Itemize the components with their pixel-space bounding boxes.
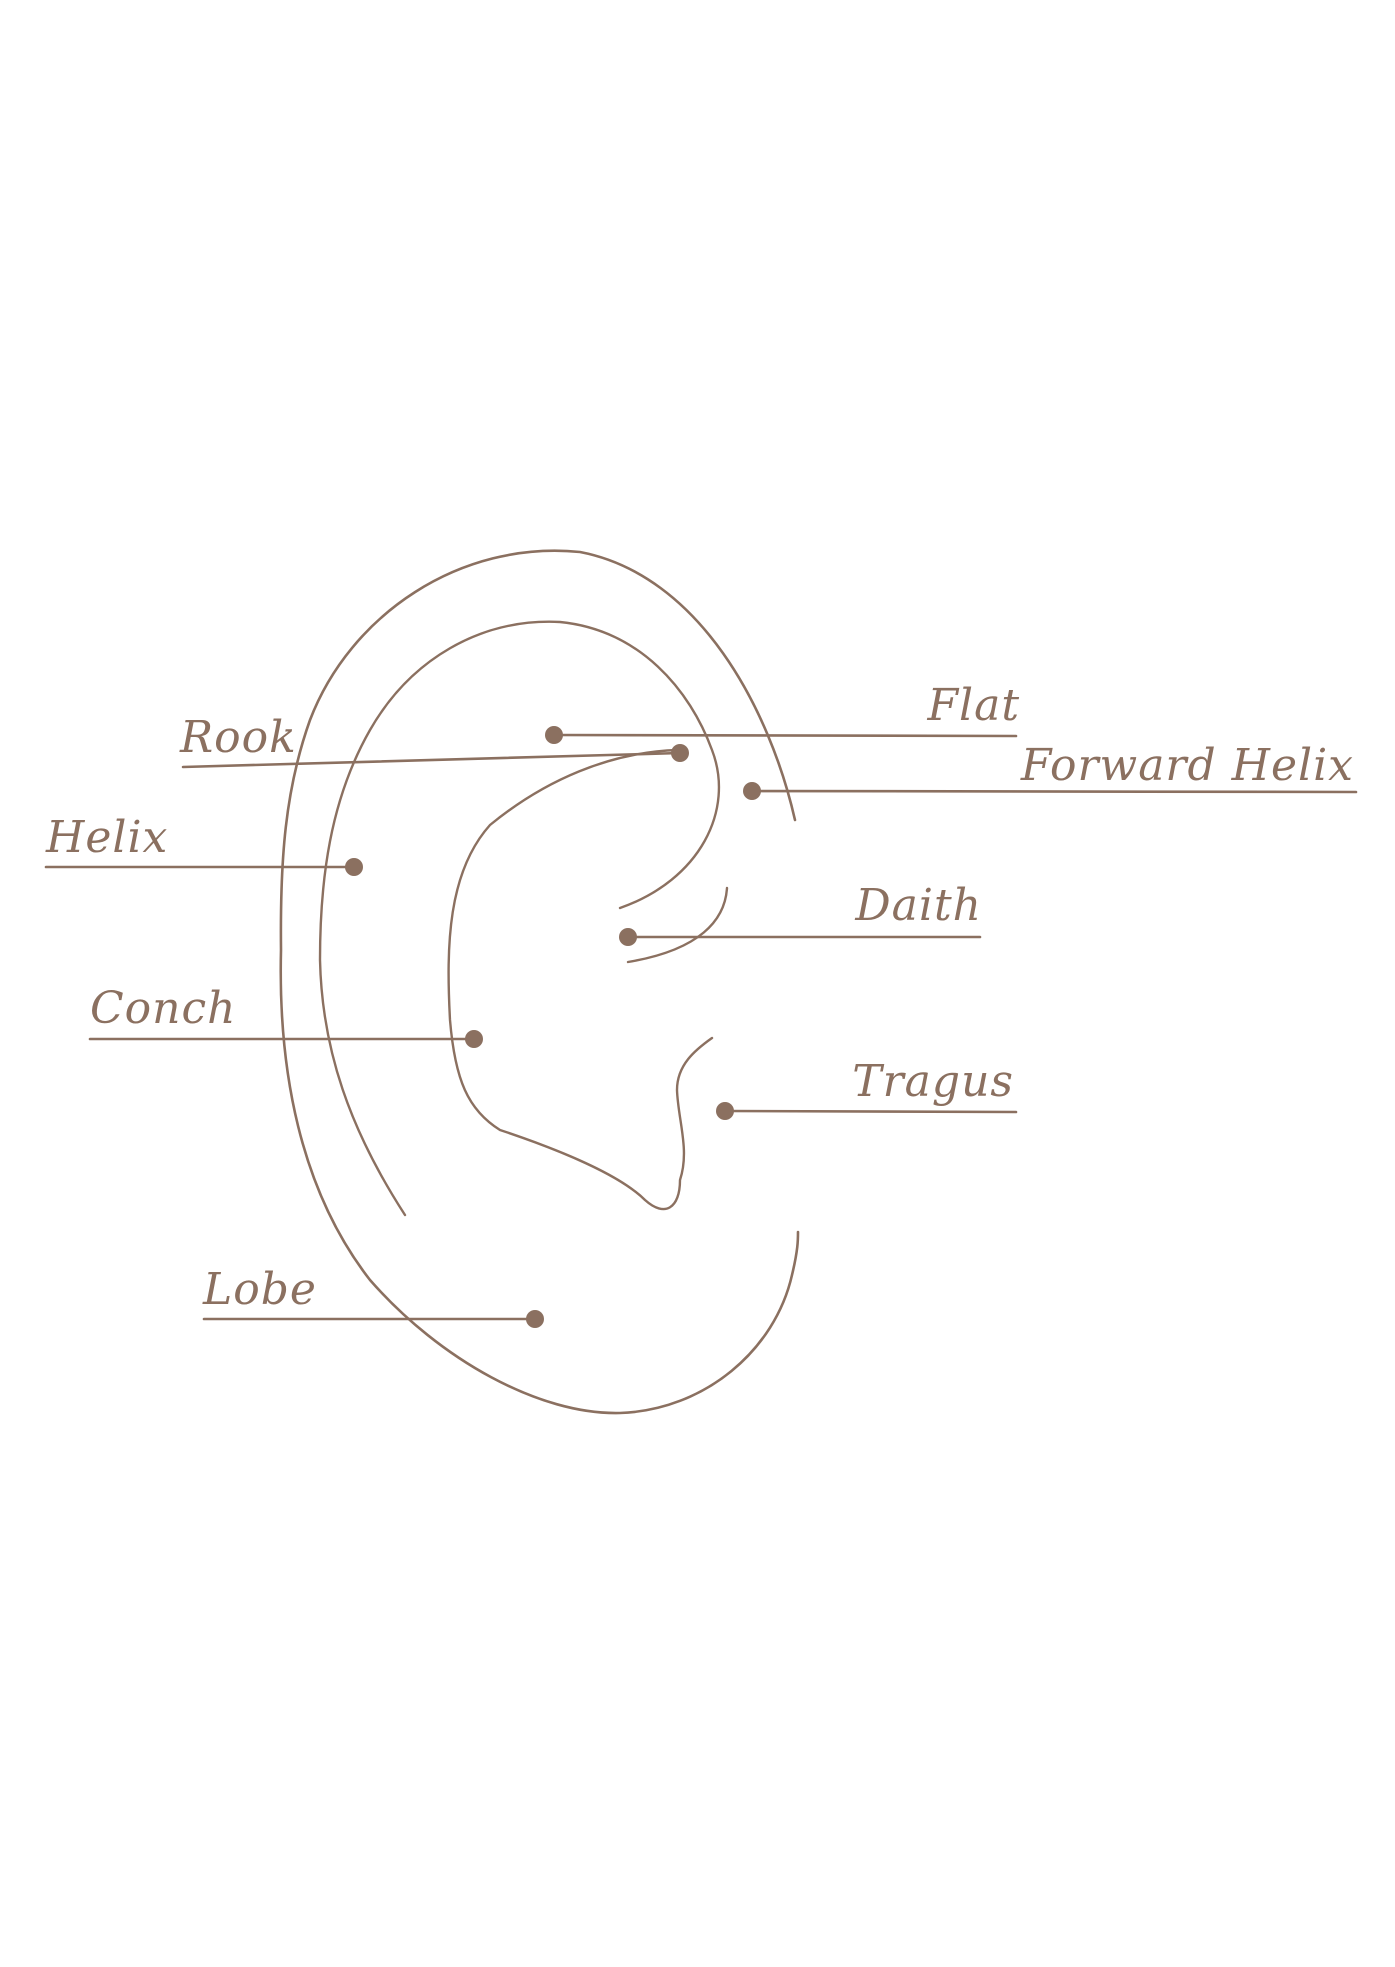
label-forward-helix: Forward Helix bbox=[1020, 740, 1354, 791]
label-conch: Conch bbox=[90, 983, 236, 1034]
rook-dot bbox=[671, 744, 689, 762]
ear-inner-rim bbox=[318, 620, 721, 1217]
label-rook: Rook bbox=[179, 712, 297, 763]
label-flat: Flat bbox=[926, 680, 1020, 731]
label-lobe: Lobe bbox=[202, 1264, 317, 1315]
lobe-dot bbox=[526, 1310, 544, 1328]
labels: Rook Flat Forward Helix Helix Daith Conc… bbox=[45, 680, 1354, 1315]
piercing-dots bbox=[345, 726, 761, 1328]
label-tragus: Tragus bbox=[852, 1056, 1014, 1107]
leader-line-flat bbox=[552, 733, 1018, 738]
ear-daith-curve bbox=[626, 886, 729, 964]
conch-dot bbox=[465, 1030, 483, 1048]
flat-dot bbox=[545, 726, 563, 744]
label-daith: Daith bbox=[854, 880, 982, 931]
ear-outline bbox=[279, 549, 800, 1415]
ear-antihelix-conch-edge bbox=[447, 748, 714, 1211]
leader-line-forward-helix bbox=[750, 789, 1358, 794]
forward-helix-dot bbox=[743, 782, 761, 800]
leader-line-rook bbox=[181, 751, 682, 769]
daith-dot bbox=[619, 928, 637, 946]
helix-dot bbox=[345, 858, 363, 876]
leader-lines bbox=[44, 733, 1358, 1321]
tragus-dot bbox=[716, 1102, 734, 1120]
leader-line-tragus bbox=[723, 1109, 1018, 1114]
label-helix: Helix bbox=[45, 812, 168, 863]
ear-outer-helix bbox=[279, 549, 800, 1415]
